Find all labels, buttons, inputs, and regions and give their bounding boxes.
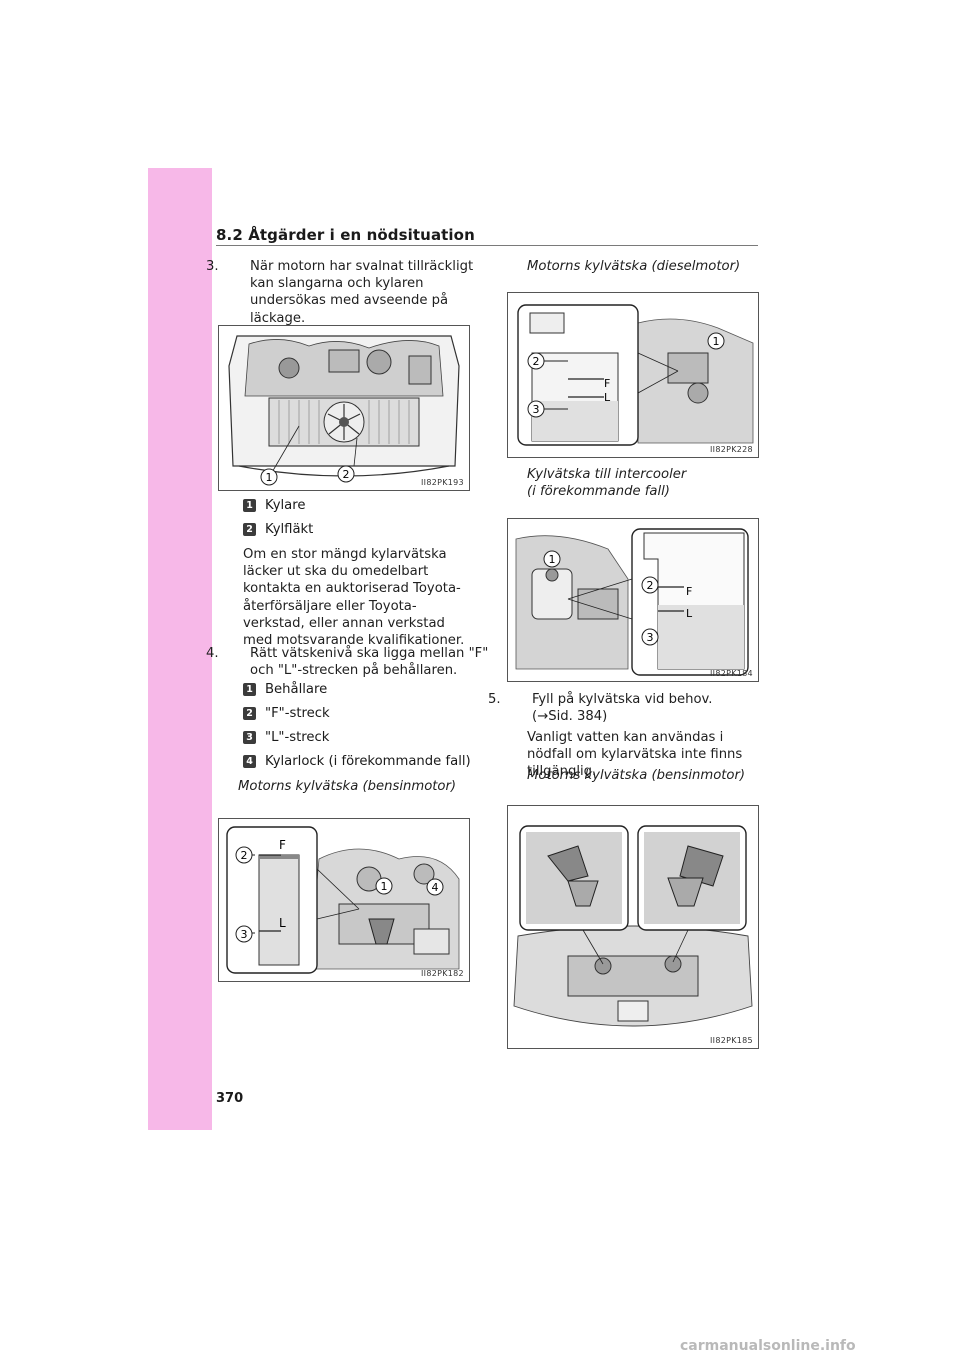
figure-code: II82PK182 <box>421 969 464 978</box>
callout-2: 2 <box>343 468 350 481</box>
callout-1: 1 <box>549 553 556 566</box>
step-3: 3.När motorn har svalnat tillräckligt ka… <box>206 259 474 326</box>
callout-2: 2 <box>647 579 654 592</box>
caption-petrol-2: Motorns kylvätska (bensinmotor) <box>527 768 746 783</box>
page-tab-sidebar <box>148 168 212 1130</box>
step-3-note: Om en stor mängd kylarvätska läcker ut s… <box>243 547 465 649</box>
figure-radiator: 1 2 II82PK193 <box>218 325 470 491</box>
figure-code: II82PK184 <box>710 669 753 678</box>
header-rule <box>216 245 758 246</box>
mark-f: F <box>686 585 692 598</box>
mark-f: F <box>279 838 286 852</box>
callout-1: 1 <box>713 335 720 348</box>
callout-3: 3 <box>647 631 654 644</box>
figure-code: II82PK185 <box>710 1036 753 1045</box>
caption-diesel: Motorns kylvätska (dieselmotor) <box>527 259 741 274</box>
page-number: 370 <box>216 1091 244 1106</box>
callout-3: 3 <box>241 928 248 941</box>
figure-code: II82PK193 <box>421 478 464 487</box>
callout-2: 2 <box>241 849 248 862</box>
step-4: 4.Rätt vätskenivå ska ligga mellan "F" o… <box>206 646 489 679</box>
mark-f: F <box>604 377 610 390</box>
callout-2: 2 <box>533 355 540 368</box>
caption-intercooler: Kylvätska till intercooler (i förekomman… <box>527 467 687 500</box>
callout-1: 1 <box>266 471 273 484</box>
mark-l: L <box>686 607 693 620</box>
figure-intercooler-reservoir: F L 1 2 3 II82PK184 <box>507 518 759 682</box>
legend-item: 3"L"-streck <box>243 729 329 746</box>
step-5-note: Vanligt vatten kan användas i nödfall om… <box>527 730 743 780</box>
figure-code: II82PK228 <box>710 445 753 454</box>
section-title: 8.2 Åtgärder i en nödsituation <box>216 226 475 244</box>
figure-diesel-reservoir: F L 2 3 1 II82PK228 <box>507 292 759 458</box>
callout-4: 4 <box>432 881 439 894</box>
step-5: 5.Fyll på kylvätska vid behov.(→Sid. 384… <box>488 692 713 725</box>
figure-filling-coolant: II82PK185 <box>507 805 759 1049</box>
callout-1: 1 <box>381 880 388 893</box>
legend-item: 2"F"-streck <box>243 705 330 722</box>
mark-l: L <box>604 391 611 404</box>
figure-petrol-reservoir: F L 2 3 1 4 II82PK182 <box>218 818 470 982</box>
callout-3: 3 <box>533 403 540 416</box>
mark-l: L <box>279 916 286 930</box>
watermark: carmanualsonline.info <box>680 1338 856 1354</box>
caption-petrol: Motorns kylvätska (bensinmotor) <box>238 779 457 794</box>
